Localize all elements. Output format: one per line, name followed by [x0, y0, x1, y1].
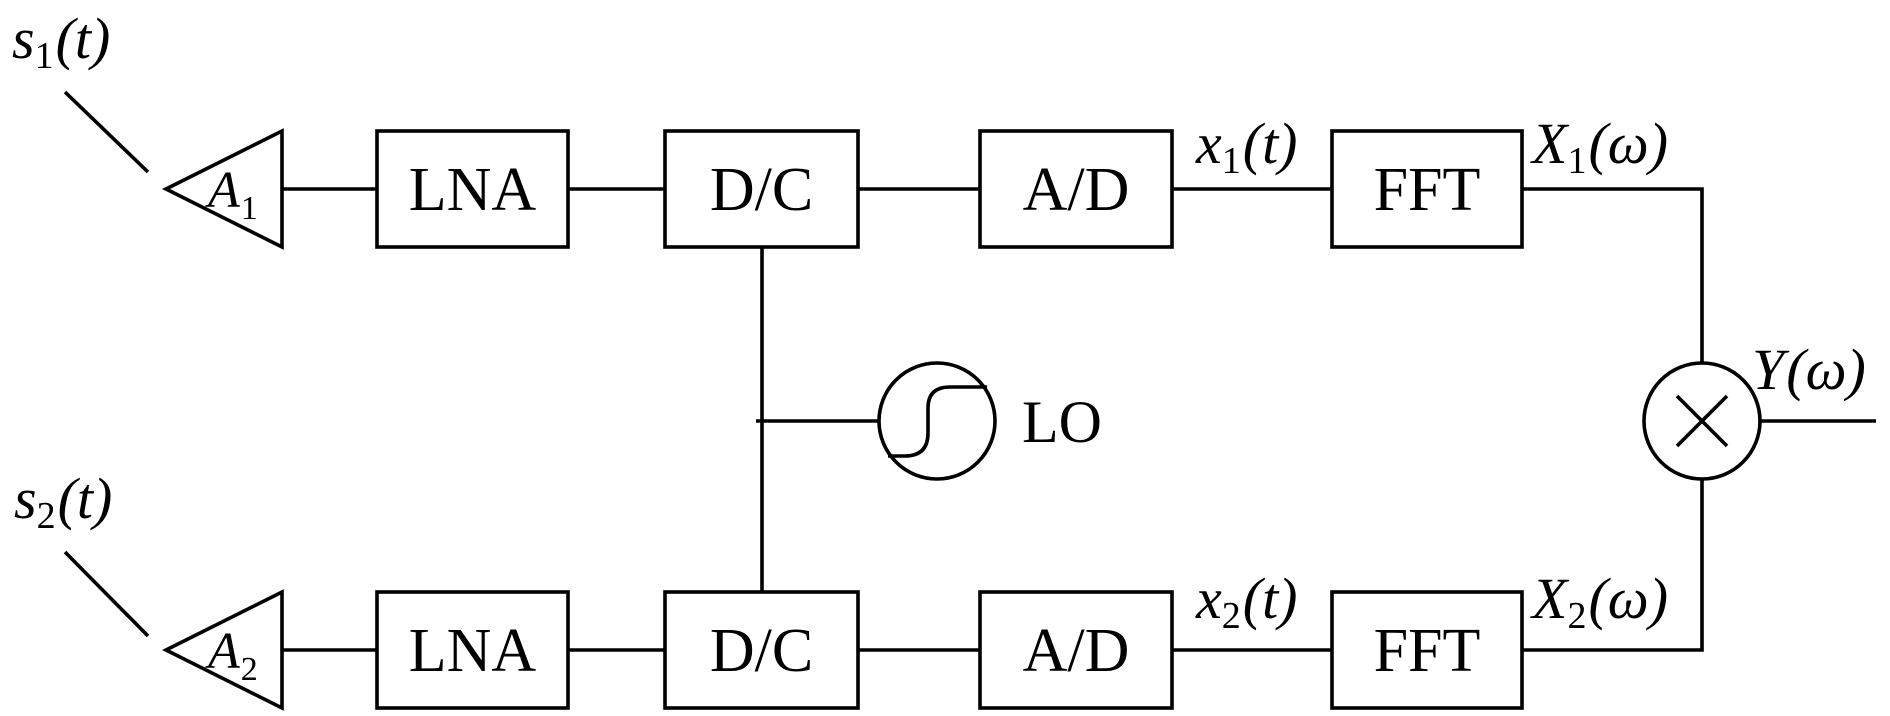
amplifier-top-base: A — [205, 162, 240, 219]
signal-s2-label: s2(t) — [14, 466, 112, 537]
signal-x2-label: x2(t) — [1195, 566, 1298, 637]
amplifier-bottom: A2 — [161, 589, 284, 711]
lna-bottom-label: LNA — [409, 617, 537, 685]
svg-text:A1: A1 — [205, 162, 258, 227]
lna-bottom-block: LNA — [375, 590, 570, 710]
fft-bottom-block: FFT — [1330, 590, 1524, 710]
signal-s1-label: s1(t) — [12, 6, 110, 77]
ad-top-block: A/D — [978, 129, 1174, 249]
lna-top-label: LNA — [409, 156, 537, 224]
local-oscillator: LO — [877, 361, 1102, 481]
ad-bottom-label: A/D — [1023, 617, 1130, 685]
svg-text:A2: A2 — [205, 623, 258, 688]
dc-bottom-label: D/C — [710, 617, 813, 685]
wires — [63, 90, 1876, 652]
wire-fft2-mult — [1522, 477, 1704, 652]
amplifier-bottom-base: A — [205, 623, 240, 680]
dc-top-block: D/C — [663, 129, 860, 249]
lna-top-block: LNA — [375, 129, 570, 249]
oscillator-circle — [877, 361, 997, 481]
signal-X2-label: X2(ω) — [1530, 566, 1668, 637]
oscillator-wave-icon — [888, 385, 987, 458]
amplifier-top: A1 — [161, 128, 284, 250]
amplifier-triangle-icon — [161, 128, 284, 250]
antenna-bottom-lead — [63, 550, 150, 638]
signal-X1-label: X1(ω) — [1530, 111, 1668, 182]
ad-top-label: A/D — [1023, 156, 1130, 224]
amplifier-top-sub: 1 — [241, 190, 258, 227]
dc-top-label: D/C — [710, 156, 813, 224]
oscillator-label: LO — [1022, 389, 1102, 455]
multiplier — [1642, 361, 1762, 481]
fft-top-block: FFT — [1330, 129, 1524, 249]
antenna-top-lead — [63, 90, 150, 174]
dc-bottom-block: D/C — [663, 590, 860, 710]
wire-fft1-mult — [1522, 187, 1704, 363]
amplifier-bottom-sub: 2 — [241, 651, 258, 688]
signal-Y-label: Y(ω) — [1752, 337, 1866, 402]
ad-bottom-block: A/D — [978, 590, 1174, 710]
amplifier-triangle-icon — [161, 589, 284, 711]
fft-top-label: FFT — [1374, 156, 1481, 224]
signal-x1-label: x1(t) — [1195, 111, 1298, 182]
fft-bottom-label: FFT — [1374, 617, 1481, 685]
